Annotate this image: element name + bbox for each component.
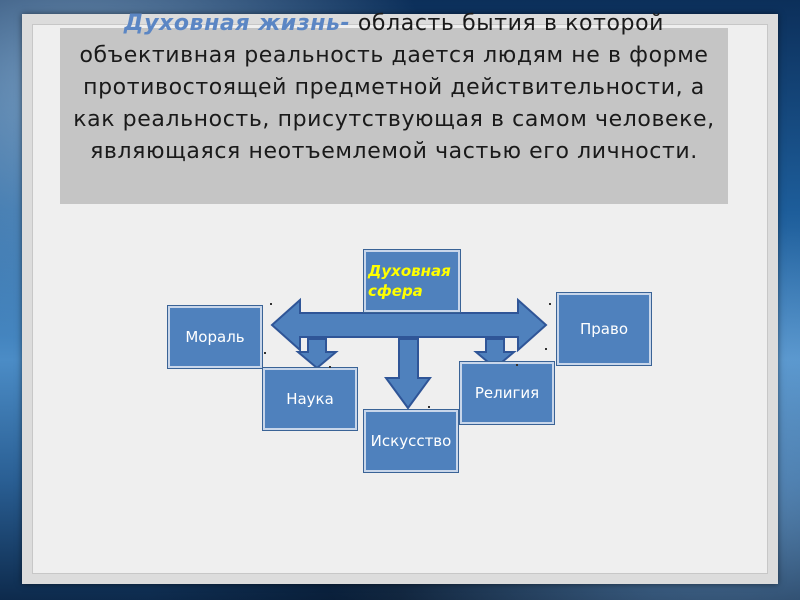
node-morality: Мораль [167,305,263,369]
definition-term: Духовная жизнь- [123,11,351,36]
node-art-label: Искусство [370,432,452,450]
connector-dot [264,352,266,354]
node-art: Искусство [363,409,459,473]
node-science: Наука [262,367,358,431]
connector-dot [549,303,551,305]
node-law-label: Право [579,320,628,338]
definition-box [60,28,728,204]
double-arrow [270,297,548,353]
definition-body: область бытия в которой объективная реал… [73,11,715,164]
node-morality-label: Мораль [185,328,245,346]
node-science-label: Наука [286,390,334,408]
connector-dot [545,348,547,350]
connector-dot [428,406,430,408]
node-spiritual-sphere-label: Духовная сфера [368,262,451,300]
connector-dot [516,364,518,366]
arrow-down-center [384,338,432,410]
node-religion-label: Религия [474,384,540,402]
connector-dot [329,366,331,368]
connector-dot [270,303,272,305]
definition-text: Духовная жизнь- область бытия в которой … [60,8,728,168]
node-religion: Религия [459,361,555,425]
node-spiritual-sphere: Духовная сфера [363,249,461,313]
arrow-down-right [473,338,517,370]
arrow-down-left [295,338,339,370]
node-law: Право [556,292,652,366]
